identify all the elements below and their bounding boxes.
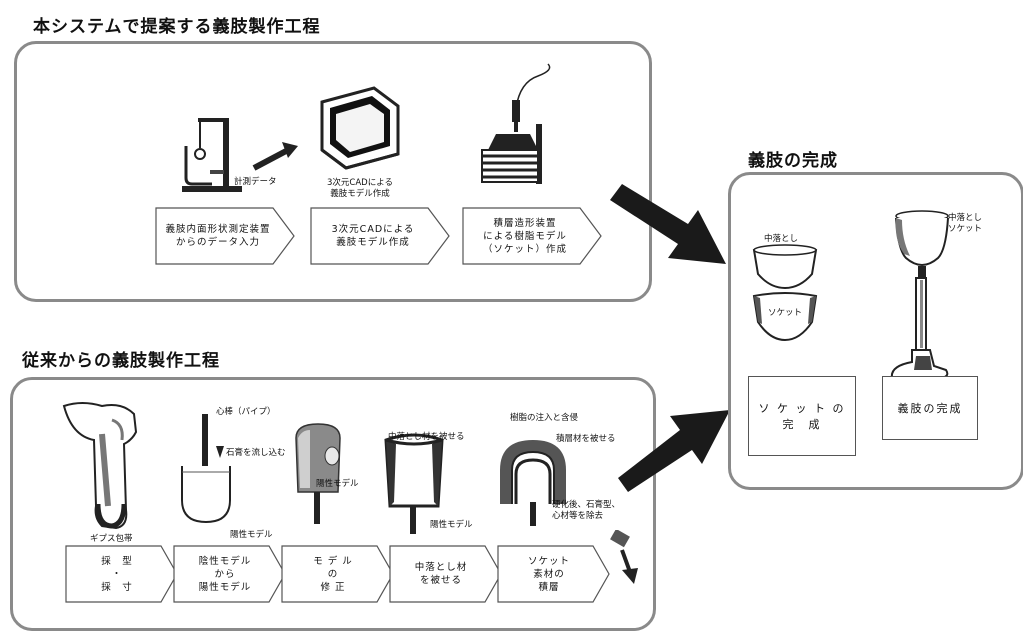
conventional-step-5-label: ソケット 素材の 積層 bbox=[527, 555, 570, 593]
proposed-step-2: 3次元CADによる 義肢モデル作成 bbox=[310, 207, 450, 265]
conventional-step-5: ソケット 素材の 積層 bbox=[497, 545, 637, 603]
conventional-step-1: 採 型 ・ 採 寸 bbox=[65, 545, 205, 603]
proposed-process-heading: 本システムで提案する義肢製作工程 bbox=[33, 17, 321, 37]
completion-heading: 義肢の完成 bbox=[748, 151, 838, 171]
proposed-step-2-label: 3次元CADによる 義肢モデル作成 bbox=[331, 224, 415, 248]
lamination-illustration bbox=[500, 440, 566, 526]
proposed-to-completion-arrow bbox=[610, 184, 726, 264]
conventional-step-3-label: モ デ ル の 修 正 bbox=[313, 555, 353, 593]
remove-materials-label: 硬化後、石膏型、 心材等を除去 bbox=[552, 500, 621, 521]
conventional-to-completion-arrow bbox=[618, 410, 730, 492]
positive-model-label-3: 陽性モデル bbox=[430, 520, 473, 530]
conventional-step-2-label: 陰性モデル から 陽性モデル bbox=[198, 555, 252, 593]
positive-model-label-2: 陽性モデル bbox=[316, 479, 359, 489]
cover-material-label: 中落とし材を被せる bbox=[388, 432, 465, 442]
conventional-process-heading: 従来からの義肢製作工程 bbox=[22, 351, 220, 371]
printer-illustration bbox=[481, 63, 551, 184]
computer-illustration bbox=[320, 86, 400, 170]
proposed-step-3: 積層造形装置 による樹脂モデル （ソケット）作成 bbox=[462, 207, 602, 265]
prosthesis-complete-label: 義肢の完成 bbox=[897, 402, 963, 415]
pour-plaster-label: 石膏を流し込む bbox=[226, 448, 286, 458]
conventional-step-4: 中落とし材 を被せる bbox=[389, 545, 529, 603]
positive-model-label-1: 陽性モデル bbox=[230, 530, 273, 540]
socket-complete-box: ソ ケ ッ ト の 完 成 bbox=[748, 376, 856, 456]
conventional-step-2: 陰性モデル から 陽性モデル bbox=[173, 545, 313, 603]
core-pipe-label: 心棒（パイプ） bbox=[216, 407, 276, 417]
proposed-step-3-label: 積層造形装置 による樹脂モデル （ソケット）作成 bbox=[482, 217, 567, 255]
measure-data-label: 計測データ bbox=[234, 177, 277, 187]
socket-label: ソケット bbox=[768, 308, 803, 318]
prosthesis-complete-box: 義肢の完成 bbox=[882, 376, 978, 440]
data-arrow bbox=[252, 142, 298, 171]
laminate-cover-label: 積層材を被せる bbox=[556, 434, 616, 444]
conventional-step-3: モ デ ル の 修 正 bbox=[281, 545, 421, 603]
removal-arrow bbox=[610, 530, 638, 584]
leg-cast-illustration bbox=[62, 402, 138, 530]
proposed-step-1: 義肢内面形状測定装置 からのデータ入力 bbox=[155, 207, 295, 265]
measuring-device-illustration bbox=[182, 118, 242, 192]
cover-material-illustration bbox=[384, 433, 444, 534]
socket-complete-label: ソ ケ ッ ト の 完 成 bbox=[758, 402, 846, 431]
model-correction-illustration bbox=[295, 423, 341, 524]
nakaotoshi-label: 中落とし bbox=[764, 234, 799, 244]
conventional-step-4-label: 中落とし材 を被せる bbox=[414, 562, 468, 586]
cad-caption: 3次元CADによる 義肢モデル作成 bbox=[327, 178, 393, 199]
gypsum-bandage-label: ギプス包帯 bbox=[90, 534, 133, 544]
resin-infusion-label: 樹脂の注入と含侵 bbox=[510, 413, 579, 423]
pour-plaster-illustration bbox=[181, 414, 231, 524]
conventional-step-1-label: 採 型 ・ 採 寸 bbox=[101, 555, 133, 593]
nakaotoshi-cup-illustration bbox=[752, 244, 818, 342]
proposed-step-1-label: 義肢内面形状測定装置 からのデータ入力 bbox=[165, 224, 271, 248]
nakaotoshi-socket-label: 中落とし ソケット bbox=[948, 213, 983, 234]
prosthesis-illustration bbox=[890, 210, 949, 379]
